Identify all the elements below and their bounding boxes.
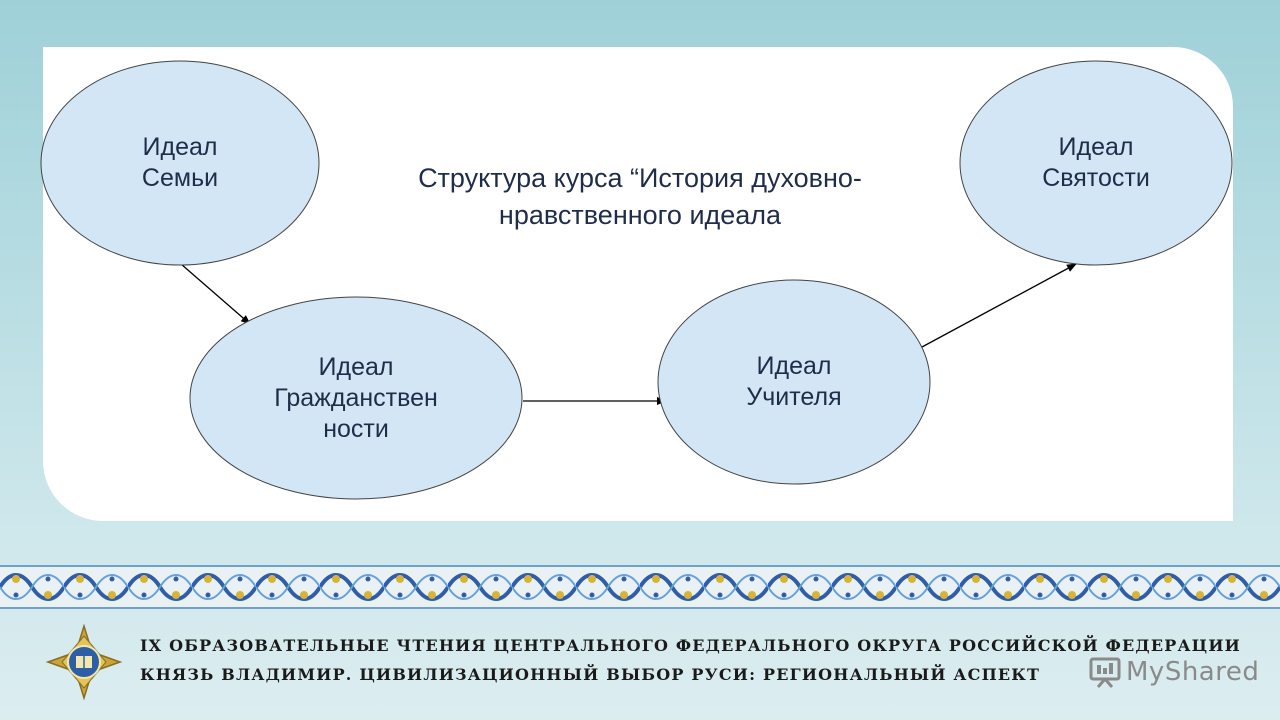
presentation-icon	[1089, 657, 1121, 688]
watermark-text: MyShared	[1126, 657, 1260, 687]
node-holiness	[959, 60, 1233, 266]
diagram	[40, 60, 1233, 500]
diagram-title: Структура курса “История духовно- нравст…	[418, 163, 862, 230]
watermark: MyShared	[1088, 656, 1259, 688]
footer-line-1: IX ОБРАЗОВАТЕЛЬНЫЕ ЧТЕНИЯ ЦЕНТРАЛЬНОГО Ф…	[140, 636, 1241, 655]
node-family	[40, 60, 320, 266]
node-teacher	[657, 279, 931, 485]
edge-family-to-citizenship	[180, 263, 251, 325]
node-citizenship	[189, 296, 523, 500]
ornament-band	[0, 565, 1280, 609]
edge-teacher-to-holiness	[921, 263, 1077, 348]
ornament-pattern	[0, 567, 1280, 607]
footer-line-2: КНЯЗЬ ВЛАДИМИР. ЦИВИЛИЗАЦИОННЫЙ ВЫБОР РУ…	[140, 665, 1041, 684]
emblem-icon	[46, 624, 122, 700]
